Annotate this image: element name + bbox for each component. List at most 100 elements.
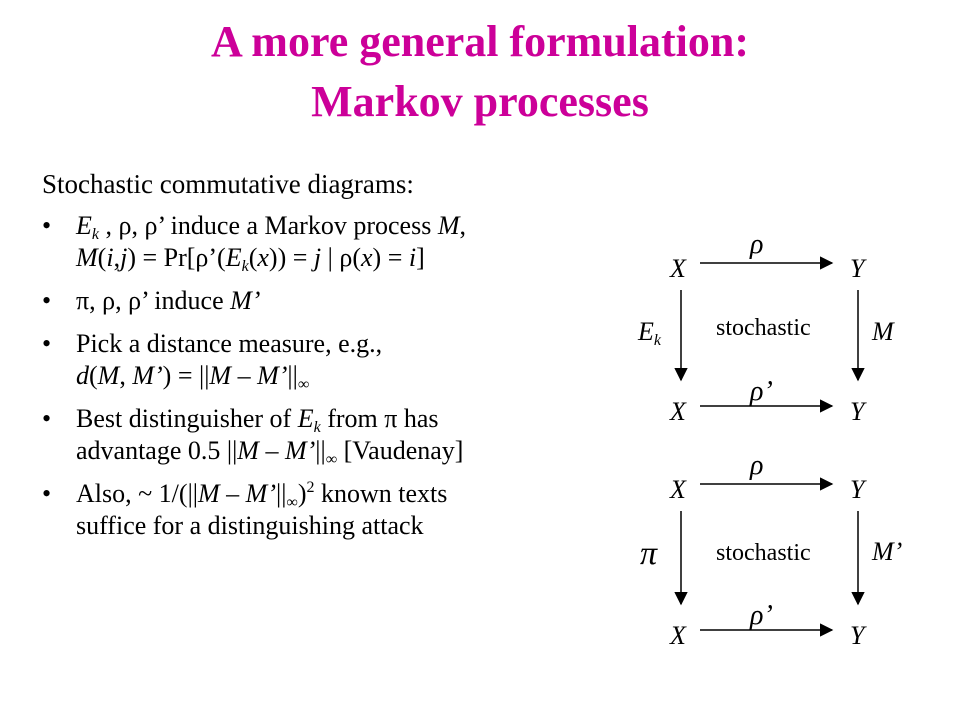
text-run: ( <box>97 243 107 272</box>
title-line-2: Markov processes <box>311 77 649 126</box>
math-m-prime: M’ <box>284 436 316 465</box>
text-run: || <box>315 436 326 465</box>
diagram-top-node-y-bottom: Y <box>850 397 867 426</box>
bullet-5-line-2: suffice for a distinguishing attack <box>76 511 424 540</box>
math-j: j <box>120 243 128 272</box>
diagram-bottom: X Y X Y ρ ρ’ π M’ stochastic <box>640 450 902 650</box>
diagram-bottom-stochastic-label: stochastic <box>716 540 811 566</box>
bullet-3-line-1: Pick a distance measure, e.g., <box>76 329 383 358</box>
bullet-dot: • <box>42 479 52 508</box>
diagram-top-label-ek: Ek <box>637 317 662 349</box>
math-sup-2: 2 <box>306 479 315 496</box>
diagram-bottom-label-rho: ρ <box>749 450 763 481</box>
bullet-3-line-2: d(M, M’) = ||M – M’||∞ <box>76 360 602 393</box>
math-x: x <box>360 243 373 272</box>
text-run: ) = Pr[ρ’( <box>127 243 226 272</box>
diagram-top-stochastic-label: stochastic <box>716 315 811 341</box>
math-e: E <box>225 243 242 272</box>
text-run: known texts <box>314 479 448 508</box>
math-e: E <box>297 404 314 433</box>
diagram-bottom-node-y-bottom: Y <box>850 621 867 650</box>
text-run: – <box>231 361 258 390</box>
text-run: , <box>459 211 466 240</box>
math-m-prime: M’ <box>230 286 261 315</box>
math-sub-k: k <box>241 258 249 275</box>
text-run: ) = <box>372 243 409 272</box>
diagram-bottom-node-x-top: X <box>669 475 687 504</box>
diagram-top-label-m: M <box>871 317 895 346</box>
bullet-1-line-1: Ek , ρ, ρ’ induce a Markov process M, <box>76 210 602 243</box>
text-run: from π has <box>320 404 439 433</box>
bullet-item: • π, ρ, ρ’ induce M’ <box>42 285 602 317</box>
intro-text: Stochastic commutative diagrams: <box>42 169 414 199</box>
diagram-top-label-rho-prime: ρ’ <box>749 376 773 407</box>
bullet-dot: • <box>42 329 52 358</box>
math-m: M <box>209 361 232 390</box>
text-run: , <box>119 361 133 390</box>
text-run: ) = || <box>162 361 210 390</box>
text-run: || <box>275 479 287 508</box>
bullet-5-line-1: Also, ~ 1/(||M – M’||∞)2 known texts <box>76 478 602 511</box>
text-run: – <box>219 479 246 508</box>
bullet-item: • Also, ~ 1/(||M – M’||∞)2 known texts s… <box>42 478 602 542</box>
slide-title: A more general formulation: Markov proce… <box>0 12 960 132</box>
text-run: – <box>258 436 285 465</box>
text-run: | ρ( <box>321 243 361 272</box>
text-run: advantage 0.5 || <box>76 436 238 465</box>
bullet-2-line-1: π, ρ, ρ’ induce M’ <box>76 285 602 317</box>
math-m: M <box>237 436 259 465</box>
diagram-top-node-x-bottom: X <box>669 397 687 426</box>
math-d: d <box>76 361 89 390</box>
bullet-dot: • <box>42 211 52 240</box>
diagram-top: X Y X Y ρ ρ’ Ek M stochastic <box>637 229 895 426</box>
text-run: ( <box>89 361 98 390</box>
text-run: ) <box>297 479 307 508</box>
math-m: M <box>76 243 98 272</box>
math-sub-k: k <box>313 419 321 436</box>
math-i: i <box>106 243 114 272</box>
bullet-dot: • <box>42 286 52 315</box>
math-sub-infinity: ∞ <box>286 494 298 511</box>
diagram-top-label-sub-k: k <box>654 332 662 349</box>
math-m: M <box>97 361 120 390</box>
bullet-dot: • <box>42 404 52 433</box>
math-m: M <box>197 479 220 508</box>
diagram-top-node-y-top: Y <box>850 254 867 283</box>
math-e: E <box>76 211 92 240</box>
text-run: ( <box>248 243 258 272</box>
math-x: x <box>257 243 269 272</box>
math-sub-k: k <box>91 226 99 243</box>
bullet-item: • Best distinguisher of Ek from π has ad… <box>42 403 602 468</box>
diagram-bottom-node-y-top: Y <box>850 475 867 504</box>
math-sub-infinity: ∞ <box>297 376 310 393</box>
text-run: ] <box>416 243 425 272</box>
diagram-bottom-label-m-prime: M’ <box>871 537 902 566</box>
bullet-item: • Pick a distance measure, e.g., d(M, M’… <box>42 328 602 393</box>
math-j: j <box>313 243 322 272</box>
math-m-prime: M’ <box>245 479 276 508</box>
diagram-top-label-rho: ρ <box>749 229 763 260</box>
bullet-item: • Ek , ρ, ρ’ induce a Markov process M, … <box>42 210 602 275</box>
commutative-diagrams: X Y X Y ρ ρ’ Ek M stochastic X Y X Y ρ ρ… <box>637 229 902 650</box>
text-run: || <box>287 361 298 390</box>
bullet-4-line-1: Best distinguisher of Ek from π has <box>76 403 602 436</box>
bullet-4-line-2: advantage 0.5 ||M – M’||∞ [Vaudenay] <box>76 435 602 468</box>
math-m: M <box>437 211 460 240</box>
diagram-bottom-label-pi: π <box>640 535 658 572</box>
bullet-1-line-2: M(i,j) = Pr[ρ’(Ek(x)) = j | ρ(x) = i] <box>76 242 602 275</box>
bullet-list: • Ek , ρ, ρ’ induce a Markov process M, … <box>42 210 602 553</box>
diagram-bottom-node-x-bottom: X <box>669 621 687 650</box>
title-line-1: A more general formulation: <box>210 17 750 66</box>
math-m-prime: M’ <box>257 361 288 390</box>
math-i: i <box>408 243 417 272</box>
text-run: , ρ, ρ’ induce a Markov process <box>99 211 438 240</box>
text-run: π, ρ, ρ’ induce <box>76 286 231 315</box>
diagram-top-label-e: E <box>637 317 654 346</box>
diagram-top-node-x-top: X <box>669 254 687 283</box>
math-sub-infinity: ∞ <box>325 451 338 468</box>
text-run: )) = <box>268 243 314 272</box>
text-run: Also, ~ 1/(|| <box>76 479 198 508</box>
text-run: [Vaudenay] <box>337 436 464 465</box>
math-m-prime: M’ <box>132 361 163 390</box>
text-run: Best distinguisher of <box>76 404 298 433</box>
